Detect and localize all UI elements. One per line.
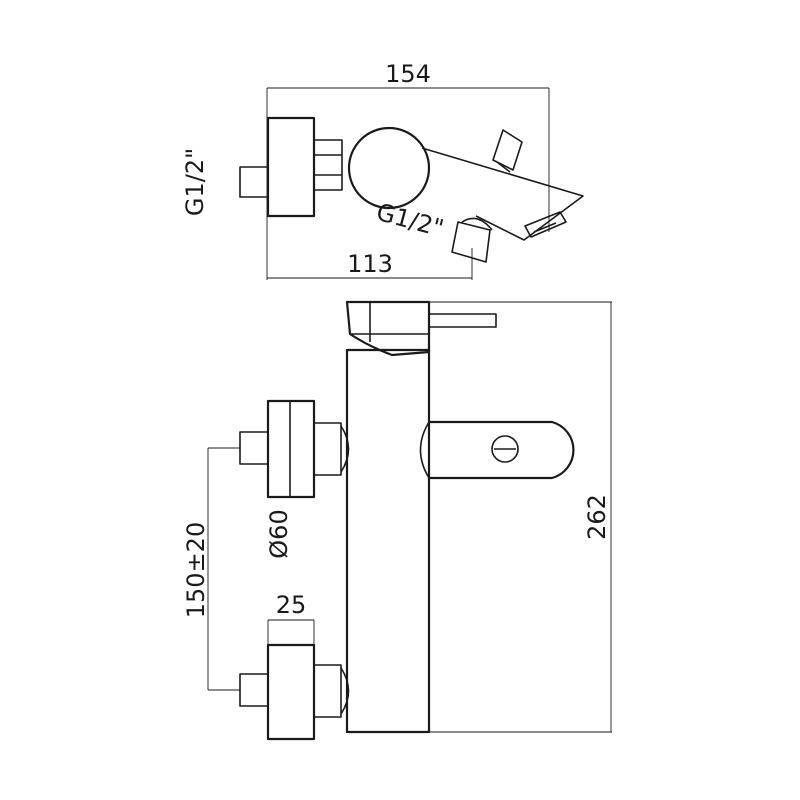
top-aerator [524,211,567,238]
upper-inlet-stub [239,431,269,465]
front-spout [429,420,575,480]
top-inlet-stub [239,166,269,198]
label-262: 262 [583,494,611,540]
top-spout-inlet [451,221,491,263]
label-25: 25 [276,591,307,619]
top-body-circle [347,126,431,210]
upper-connector [313,422,342,476]
front-diverter-button [491,435,519,463]
label-113: 113 [347,250,393,278]
front-lever [428,313,497,328]
top-lever [492,129,523,171]
front-view: 262 150±20 Ø60 25 [182,300,612,741]
upper-inlet [239,399,350,499]
top-wall-flange [266,116,316,218]
lower-wall-flange [266,643,316,741]
lower-connector [313,664,342,718]
label-diameter-60: Ø60 [265,509,293,558]
front-cartridge [345,300,431,357]
front-body [345,348,431,734]
label-g12-left: G1/2" [181,148,209,216]
top-spout-outline [421,147,584,241]
label-154: 154 [385,60,431,88]
top-view: 154 113 G1/2" G1/2" [181,60,584,280]
lower-inlet-stub [239,673,269,707]
upper-wall-flange [266,399,316,499]
label-150-20: 150±20 [182,522,210,618]
label-g12-spout: G1/2" [373,198,446,243]
lower-inlet [239,643,350,741]
top-connector [313,139,343,191]
